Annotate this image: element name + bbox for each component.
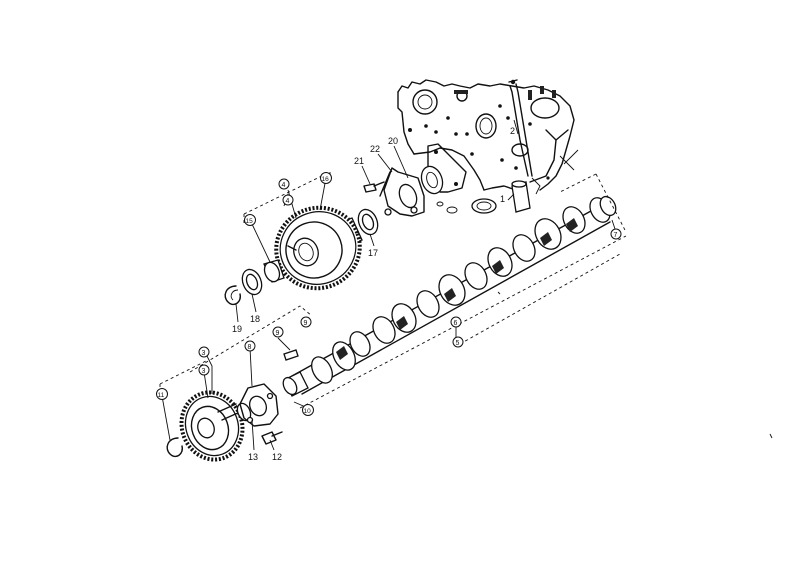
push-rod-part-2 [508, 79, 533, 177]
circled-callout-16: 16 [320, 172, 332, 184]
svg-text:8: 8 [248, 344, 252, 351]
scan-marks [497, 291, 773, 439]
circled-callout-4a: 4 [278, 178, 290, 190]
svg-text:3: 3 [202, 368, 206, 375]
idler-bushing [263, 259, 285, 283]
callout-22: 22 [370, 144, 380, 154]
svg-text:3: 3 [202, 350, 206, 357]
callout-21: 21 [354, 156, 364, 166]
circled-callout-5: 5 [452, 336, 464, 348]
svg-text:16: 16 [322, 176, 330, 183]
svg-text:9: 9 [276, 330, 280, 337]
snap-ring-part-19 [224, 285, 242, 306]
svg-text:9: 9 [304, 320, 308, 327]
thrust-plate-part-13 [239, 383, 279, 427]
circled-callout-11: 11 [156, 388, 168, 400]
plain-callouts: 21 22 20 17 19 18 13 12 1 2 [232, 126, 515, 462]
circled-callout-4b: 4 [282, 194, 294, 206]
camshaft-part-5 [282, 195, 617, 397]
svg-text:4: 4 [282, 182, 286, 189]
circled-callout-3a: 3 [198, 346, 210, 358]
leader-lines [161, 119, 617, 451]
bolt-part-12 [261, 431, 283, 445]
svg-text:7: 7 [614, 232, 618, 239]
camshaft-gear-part-3 [179, 390, 245, 462]
circled-callout-9b: 9 [300, 316, 312, 328]
circled-callout-7: 7 [610, 228, 622, 240]
bearing-housing-part-20 [420, 143, 467, 195]
tappet-part-1 [511, 176, 550, 213]
callout-2: 2 [510, 126, 515, 136]
circled-callout-8: 8 [244, 340, 256, 352]
idler-gear-part-15 [274, 205, 362, 291]
circled-callouts: 4 4 16 15 9 9 8 3 [156, 172, 622, 416]
circled-callout-3b: 3 [198, 364, 210, 376]
circled-callout-6: 6 [450, 316, 462, 328]
svg-text:6: 6 [454, 320, 458, 327]
svg-text:15: 15 [246, 218, 254, 225]
callout-17: 17 [368, 248, 378, 258]
callout-13: 13 [248, 452, 258, 462]
bolt-part-21 [363, 181, 385, 193]
callout-18: 18 [250, 314, 260, 324]
callout-1: 1 [500, 194, 505, 204]
svg-text:5: 5 [456, 340, 460, 347]
callout-12: 12 [272, 452, 282, 462]
svg-text:11: 11 [158, 392, 165, 399]
engine-block [397, 79, 579, 214]
callout-20: 20 [388, 136, 398, 146]
circled-callout-9a: 9 [272, 326, 284, 338]
washer-part-18 [241, 268, 263, 296]
group-brackets [159, 171, 627, 409]
circled-callout-15: 15 [244, 214, 256, 226]
key-part-8 [283, 349, 299, 361]
circled-callout-10: 10 [302, 404, 314, 416]
svg-text:4: 4 [286, 198, 290, 205]
snap-ring-part-11 [166, 437, 184, 458]
svg-text:10: 10 [304, 408, 312, 415]
washer-part-17 [357, 208, 379, 236]
thrust-plate-part-22 [379, 167, 425, 217]
callout-19: 19 [232, 324, 242, 334]
